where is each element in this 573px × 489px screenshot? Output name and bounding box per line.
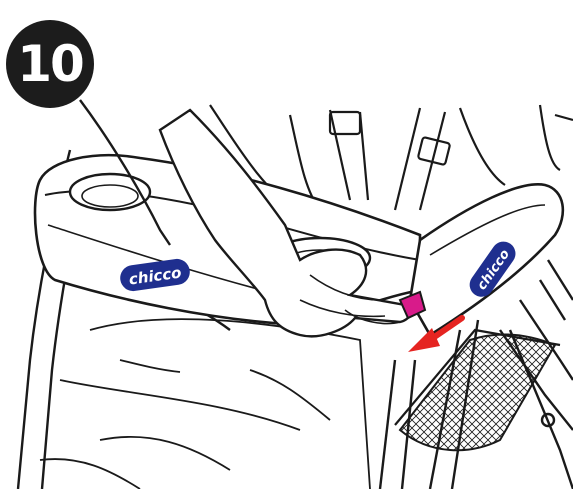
seat-fabric (40, 319, 370, 489)
cup-holder-left (70, 174, 150, 210)
